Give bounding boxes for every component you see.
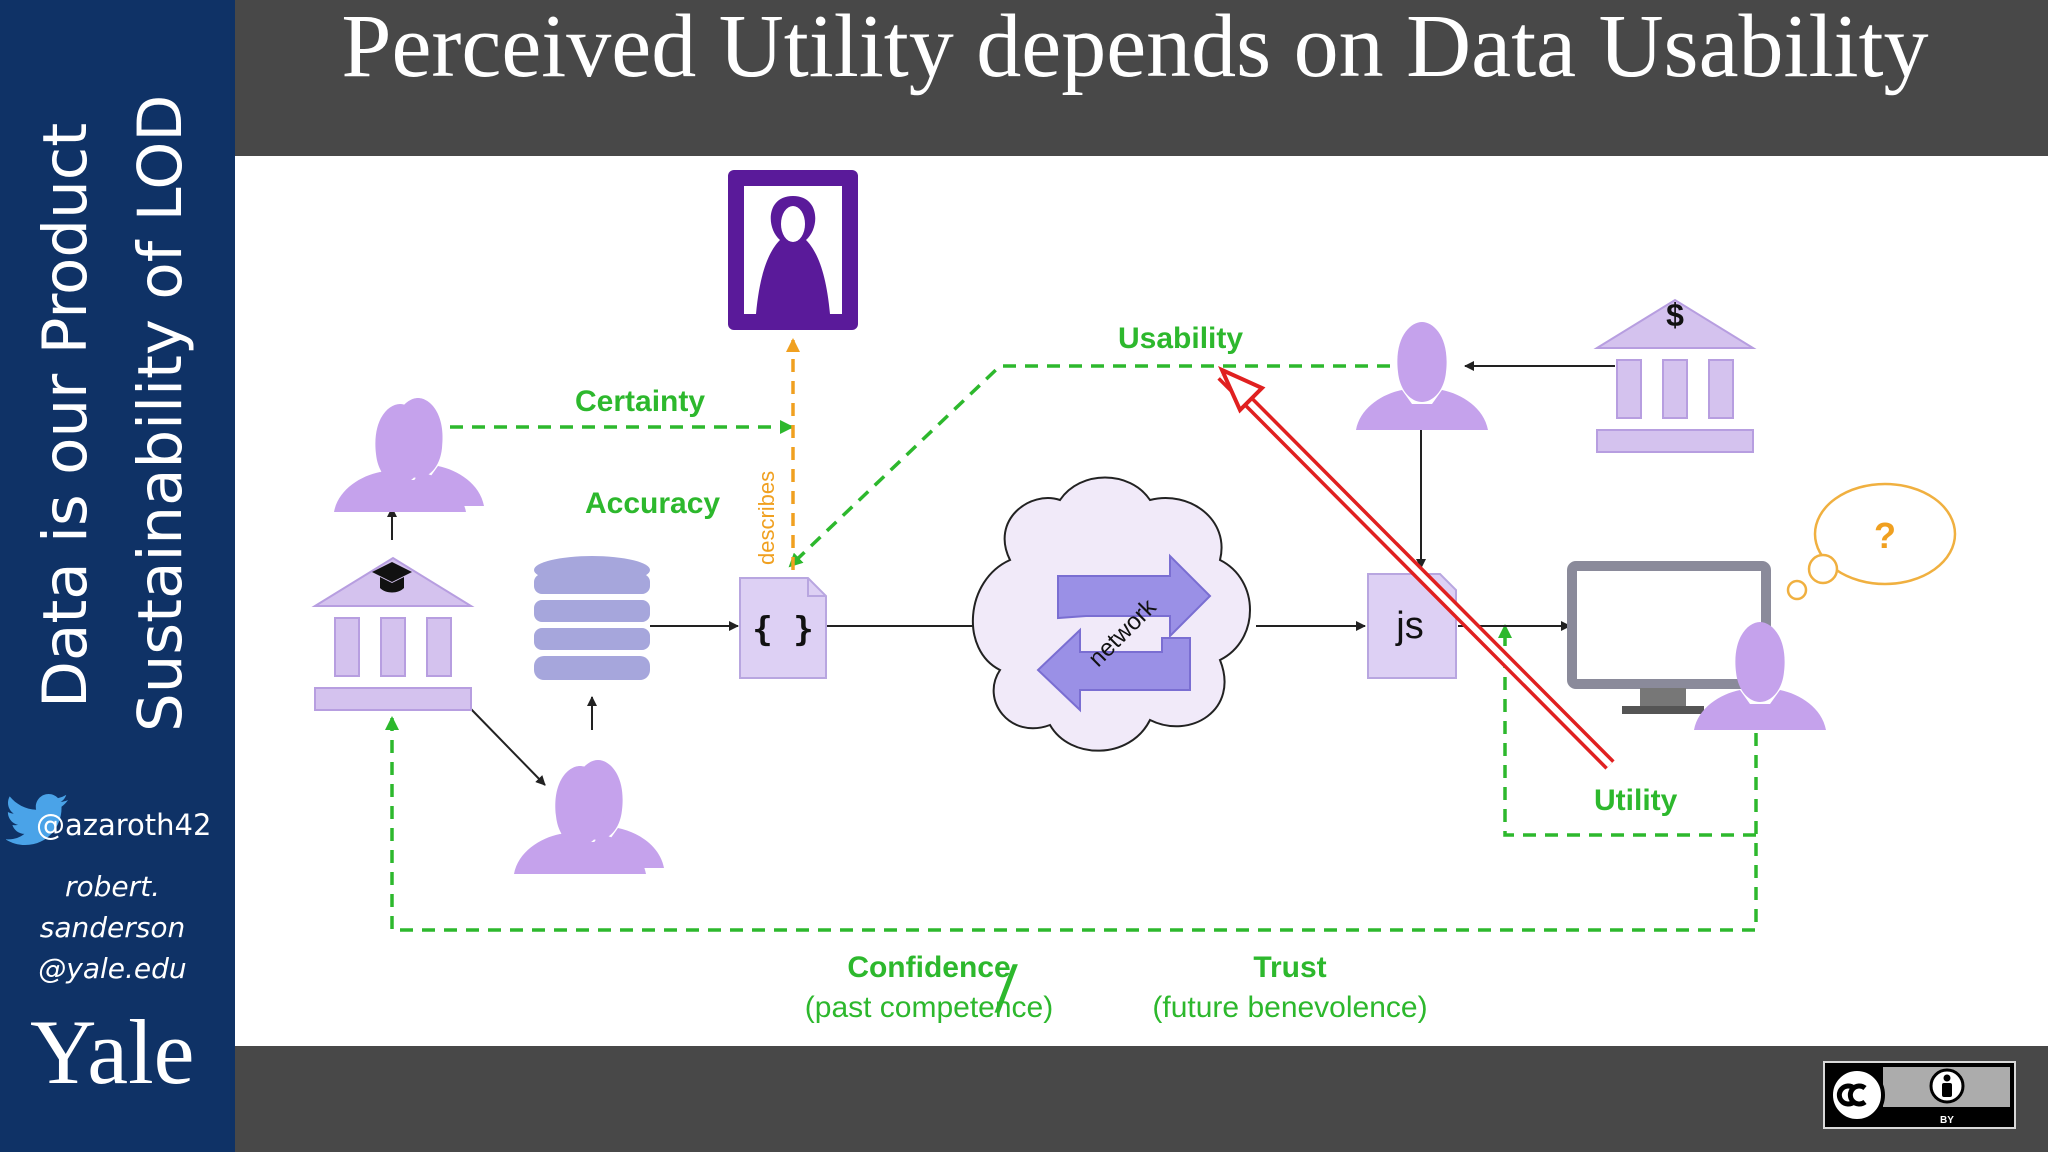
svg-text:{ }: { } — [752, 610, 813, 650]
svg-text:js: js — [1395, 605, 1423, 647]
trust-sub-label: (future benevolence) — [1152, 991, 1427, 1024]
slide-title: Perceived Utility depends on Data Usabil… — [341, 0, 1929, 96]
describes-label: describes — [754, 471, 779, 565]
usability-label: Usability — [1118, 322, 1243, 355]
yale-logo: Yale — [30, 1001, 195, 1103]
sidebar-title-line2: Sustainability of LOD — [125, 94, 196, 732]
utility-label: Utility — [1594, 784, 1678, 817]
sidebar-title-line1: Data is our Product — [30, 122, 101, 708]
email-line-3: @yale.edu — [38, 952, 187, 985]
person-funder-contact — [1356, 322, 1488, 430]
by-attribution-icon — [1929, 1068, 1965, 1104]
json-document-icon: { } — [739, 577, 827, 679]
database-icon — [534, 556, 650, 680]
diagram-panel: describes $ — [235, 156, 2048, 1046]
artwork-portrait-icon — [728, 170, 858, 330]
question-mark-icon: ? — [1874, 515, 1896, 556]
twitter-handle[interactable]: @azaroth42 — [36, 808, 212, 842]
dashed-feedback-paths — [385, 364, 1758, 932]
email-line-2: sanderson — [39, 911, 186, 944]
email-line-1: robert. — [64, 870, 161, 903]
thought-bubble: ? — [1786, 482, 1957, 601]
footer-bar — [235, 1046, 2048, 1152]
utility-diagram: describes $ — [314, 170, 1957, 1027]
author-email[interactable]: robert. sanderson @yale.edu — [0, 866, 225, 989]
confidence-sub-label: (past competence) — [805, 991, 1053, 1024]
certainty-label: Certainty — [575, 385, 705, 418]
accuracy-label: Accuracy — [585, 487, 720, 520]
cc-icon — [1829, 1067, 1885, 1123]
license-graphic: BY — [1825, 1063, 2014, 1127]
flow-arrows — [387, 361, 1615, 786]
dollar-sign-icon: $ — [1666, 297, 1684, 333]
trust-label: Trust — [1253, 951, 1326, 984]
cc-by-license-badge[interactable]: BY — [1823, 1061, 2016, 1129]
sidebar: Data is our Product Sustainability of LO… — [0, 0, 235, 1152]
network-cloud: network — [971, 476, 1251, 752]
person-scholar-front — [334, 404, 466, 512]
graduation-cap-icon — [372, 562, 412, 593]
red-highlight-arrow — [1217, 366, 1615, 770]
by-label: BY — [1940, 1115, 1954, 1126]
person-curator-front — [514, 766, 646, 874]
twitter-bird-icon — [6, 794, 68, 845]
confidence-label: Confidence — [847, 951, 1010, 984]
describes-arrow: describes — [754, 338, 800, 570]
title-bar: Perceived Utility depends on Data Usabil… — [235, 0, 2048, 156]
